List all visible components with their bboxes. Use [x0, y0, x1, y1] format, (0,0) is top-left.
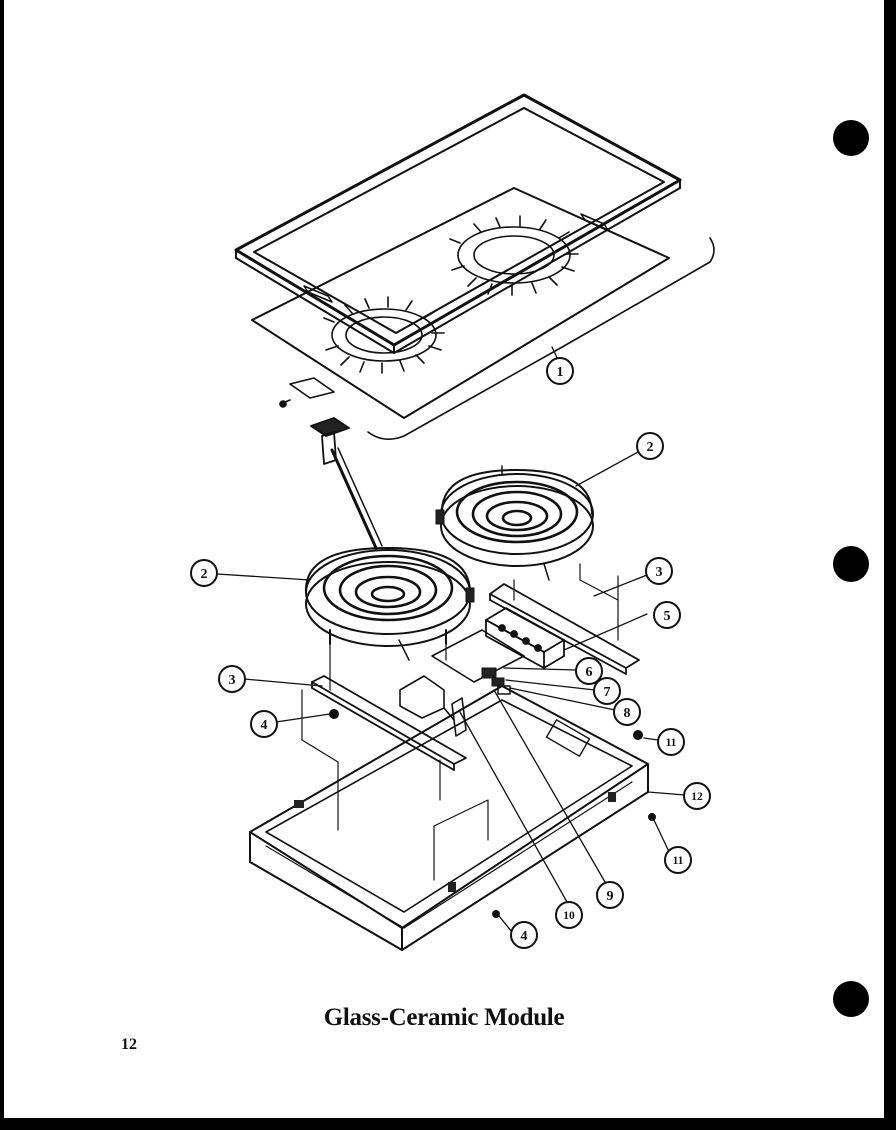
- callout-11-lower: 11: [664, 846, 692, 874]
- svg-text:10: 10: [563, 910, 575, 922]
- svg-text:4: 4: [521, 929, 528, 944]
- svg-text:8: 8: [624, 706, 631, 721]
- binder-hole-bottom: [833, 981, 869, 1017]
- svg-text:4: 4: [261, 718, 268, 733]
- callout-4-lower: 4: [510, 921, 538, 949]
- callout-4-upper: 4: [250, 710, 278, 738]
- svg-text:12: 12: [691, 791, 703, 803]
- svg-text:11: 11: [666, 737, 677, 749]
- callout-2-left-burner: 2: [190, 559, 218, 587]
- screw-4-lower: [492, 910, 500, 918]
- svg-text:3: 3: [229, 673, 236, 688]
- support-bar-right: [489, 583, 640, 675]
- burner-element-right: [435, 465, 594, 581]
- burner-pattern-left: [323, 296, 445, 374]
- parts-diagram-page: 1 2 2 3 3 4 4 5 6 7 8 9 10 11 11 12 Glas…: [4, 0, 884, 1118]
- page-number: 12: [121, 1036, 137, 1053]
- svg-text:5: 5: [664, 609, 671, 624]
- callout-6: 6: [575, 657, 603, 685]
- wiring-bracket: [399, 629, 525, 737]
- top-frame: [234, 93, 682, 354]
- leader-lines: [216, 451, 686, 933]
- assembly-bracket-1: [367, 237, 715, 440]
- svg-text:3: 3: [656, 565, 663, 580]
- callout-3-left-bar: 3: [218, 665, 246, 693]
- callout-7: 7: [593, 677, 621, 705]
- frame-clip-and-screw: [279, 377, 335, 408]
- support-bar-left: [311, 675, 467, 771]
- screw-11-lower: [648, 813, 656, 821]
- callout-11-upper: 11: [657, 728, 685, 756]
- burner-pattern-right: [449, 215, 579, 296]
- exploded-parts-diagram: 1 2 2 3 3 4 4 5 6 7 8 9 10 11 11 12: [190, 93, 869, 1017]
- terminal-block: [485, 607, 565, 669]
- burner-element-left: [304, 547, 475, 661]
- callout-8: 8: [613, 698, 641, 726]
- temperature-limiter: [310, 417, 383, 550]
- binder-hole-top: [833, 120, 869, 156]
- callout-1: 1: [546, 357, 574, 385]
- svg-text:2: 2: [647, 440, 654, 455]
- screw-4-upper: [329, 709, 339, 719]
- screw-11-upper: [633, 730, 643, 740]
- binder-hole-middle: [833, 546, 869, 582]
- callout-10: 10: [555, 901, 583, 929]
- callout-3-right-bar: 3: [645, 557, 673, 585]
- diagram-caption: Glass-Ceramic Module: [323, 1004, 565, 1031]
- callout-2-right-burner: 2: [636, 432, 664, 460]
- svg-text:7: 7: [604, 685, 611, 700]
- callout-12: 12: [683, 782, 711, 810]
- svg-text:9: 9: [607, 889, 614, 904]
- glass-ceramic-top: [251, 187, 670, 419]
- base-pan: [249, 685, 649, 951]
- svg-text:11: 11: [673, 855, 684, 867]
- svg-text:2: 2: [201, 567, 208, 582]
- svg-text:6: 6: [586, 665, 593, 680]
- callout-5: 5: [653, 601, 681, 629]
- callout-9: 9: [596, 881, 624, 909]
- svg-text:1: 1: [557, 365, 564, 380]
